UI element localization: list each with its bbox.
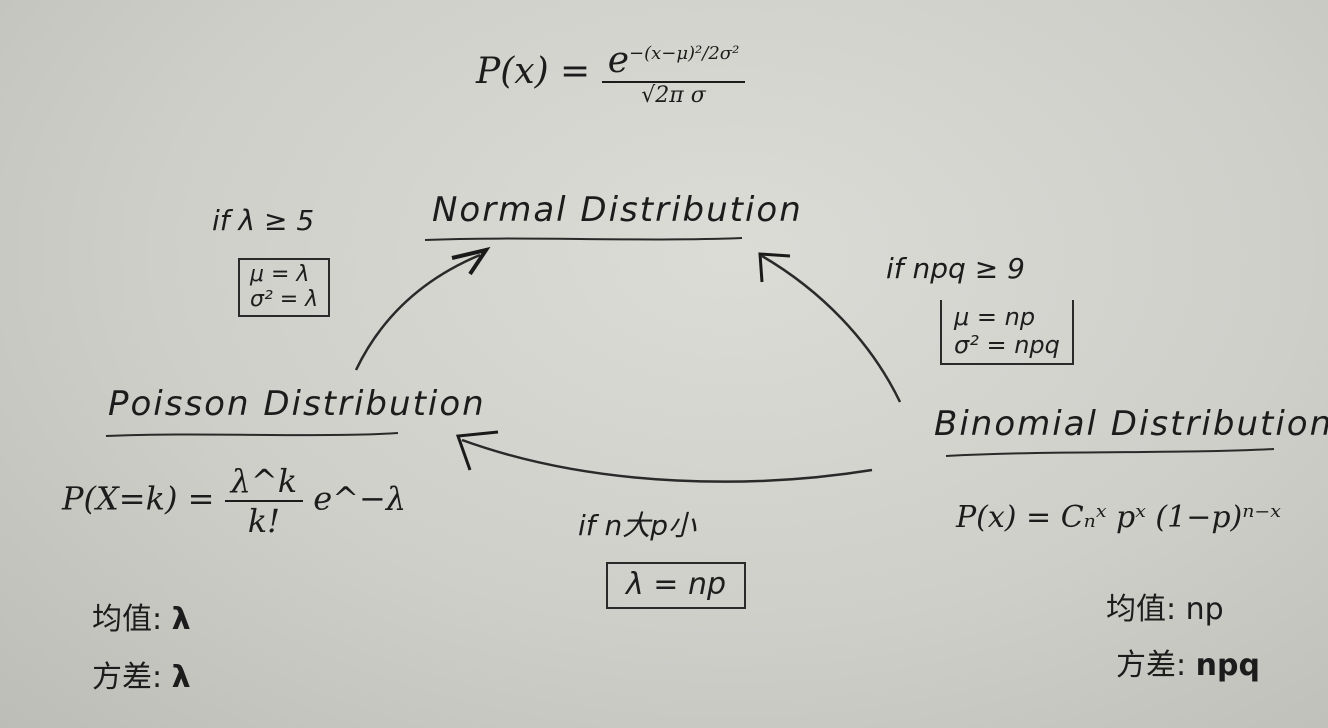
arrow-binomial-to-normal (761, 254, 902, 403)
normal-title-underline (424, 237, 743, 241)
arrowhead-binomial-to-poisson (455, 430, 499, 471)
arrowhead-binomial-to-normal (758, 252, 791, 283)
binomial-mean-value: np (1185, 592, 1224, 627)
normal-formula-lhs: P(x) = (476, 51, 591, 92)
binomial-title-underline (945, 448, 1275, 457)
binomial-poisson-lambda: λ = np (626, 567, 727, 602)
binomial-normal-condition: if npq ≥ 9 (886, 252, 1025, 285)
binomial-mean-label: 均值: (1106, 592, 1177, 627)
poisson-mean: 均值: λ (92, 594, 191, 638)
normal-formula-numerator: e−(x−μ)²/2σ² (601, 40, 746, 83)
normal-formula-fraction: e−(x−μ)²/2σ² √2π σ (601, 40, 746, 108)
poisson-variance: 方差: λ (92, 652, 191, 696)
normal-title: Normal Distribution (432, 190, 803, 230)
poisson-formula: P(X=k) = λ^k k! e^−λ (62, 462, 406, 540)
arrow-poisson-to-normal (354, 253, 481, 371)
poisson-normal-mu: μ = λ (250, 262, 310, 287)
binomial-mean: 均值: np (1106, 584, 1224, 628)
poisson-formula-denominator: k! (247, 502, 280, 540)
arrowhead-poisson-to-normal (451, 246, 491, 276)
binomial-title: Binomial Distribution (934, 404, 1328, 444)
binomial-variance-value: npq (1195, 648, 1260, 683)
poisson-formula-fraction: λ^k k! (224, 462, 304, 540)
normal-formula-e: e (607, 40, 629, 81)
binomial-variance: 方差: npq (1116, 640, 1260, 684)
poisson-variance-label: 方差: (92, 660, 163, 695)
arrow-binomial-to-poisson (461, 438, 873, 483)
poisson-formula-numerator: λ^k (224, 462, 304, 502)
poisson-variance-value: λ (171, 660, 191, 695)
poisson-formula-tail: e^−λ (313, 479, 407, 518)
binomial-normal-sigma: σ² = npq (954, 330, 1060, 359)
poisson-mean-value: λ (171, 602, 191, 637)
binomial-normal-params-box: μ = np σ² = npq (940, 300, 1074, 366)
binomial-formula: P(x) = Cₙˣ pˣ (1−p)ⁿ⁻ˣ (956, 500, 1281, 535)
poisson-title: Poisson Distribution (108, 384, 486, 424)
normal-formula-exponent: −(x−μ)²/2σ² (629, 43, 740, 64)
normal-formula: P(x) = e−(x−μ)²/2σ² √2π σ (476, 40, 746, 108)
poisson-normal-params-box: μ = λ σ² = λ (238, 258, 331, 317)
poisson-normal-sigma: σ² = λ (250, 287, 319, 313)
poisson-formula-lhs: P(X=k) = (62, 479, 215, 518)
normal-formula-denominator: √2π σ (641, 83, 706, 108)
poisson-title-underline (105, 432, 399, 437)
binomial-poisson-condition: if n大p小 (578, 509, 697, 542)
binomial-poisson-params-box: λ = np (606, 562, 747, 609)
poisson-mean-label: 均值: (92, 602, 163, 637)
binomial-variance-label: 方差: (1116, 648, 1187, 683)
poisson-normal-condition: if λ ≥ 5 (212, 204, 315, 237)
binomial-normal-mu: μ = np (954, 303, 1036, 331)
